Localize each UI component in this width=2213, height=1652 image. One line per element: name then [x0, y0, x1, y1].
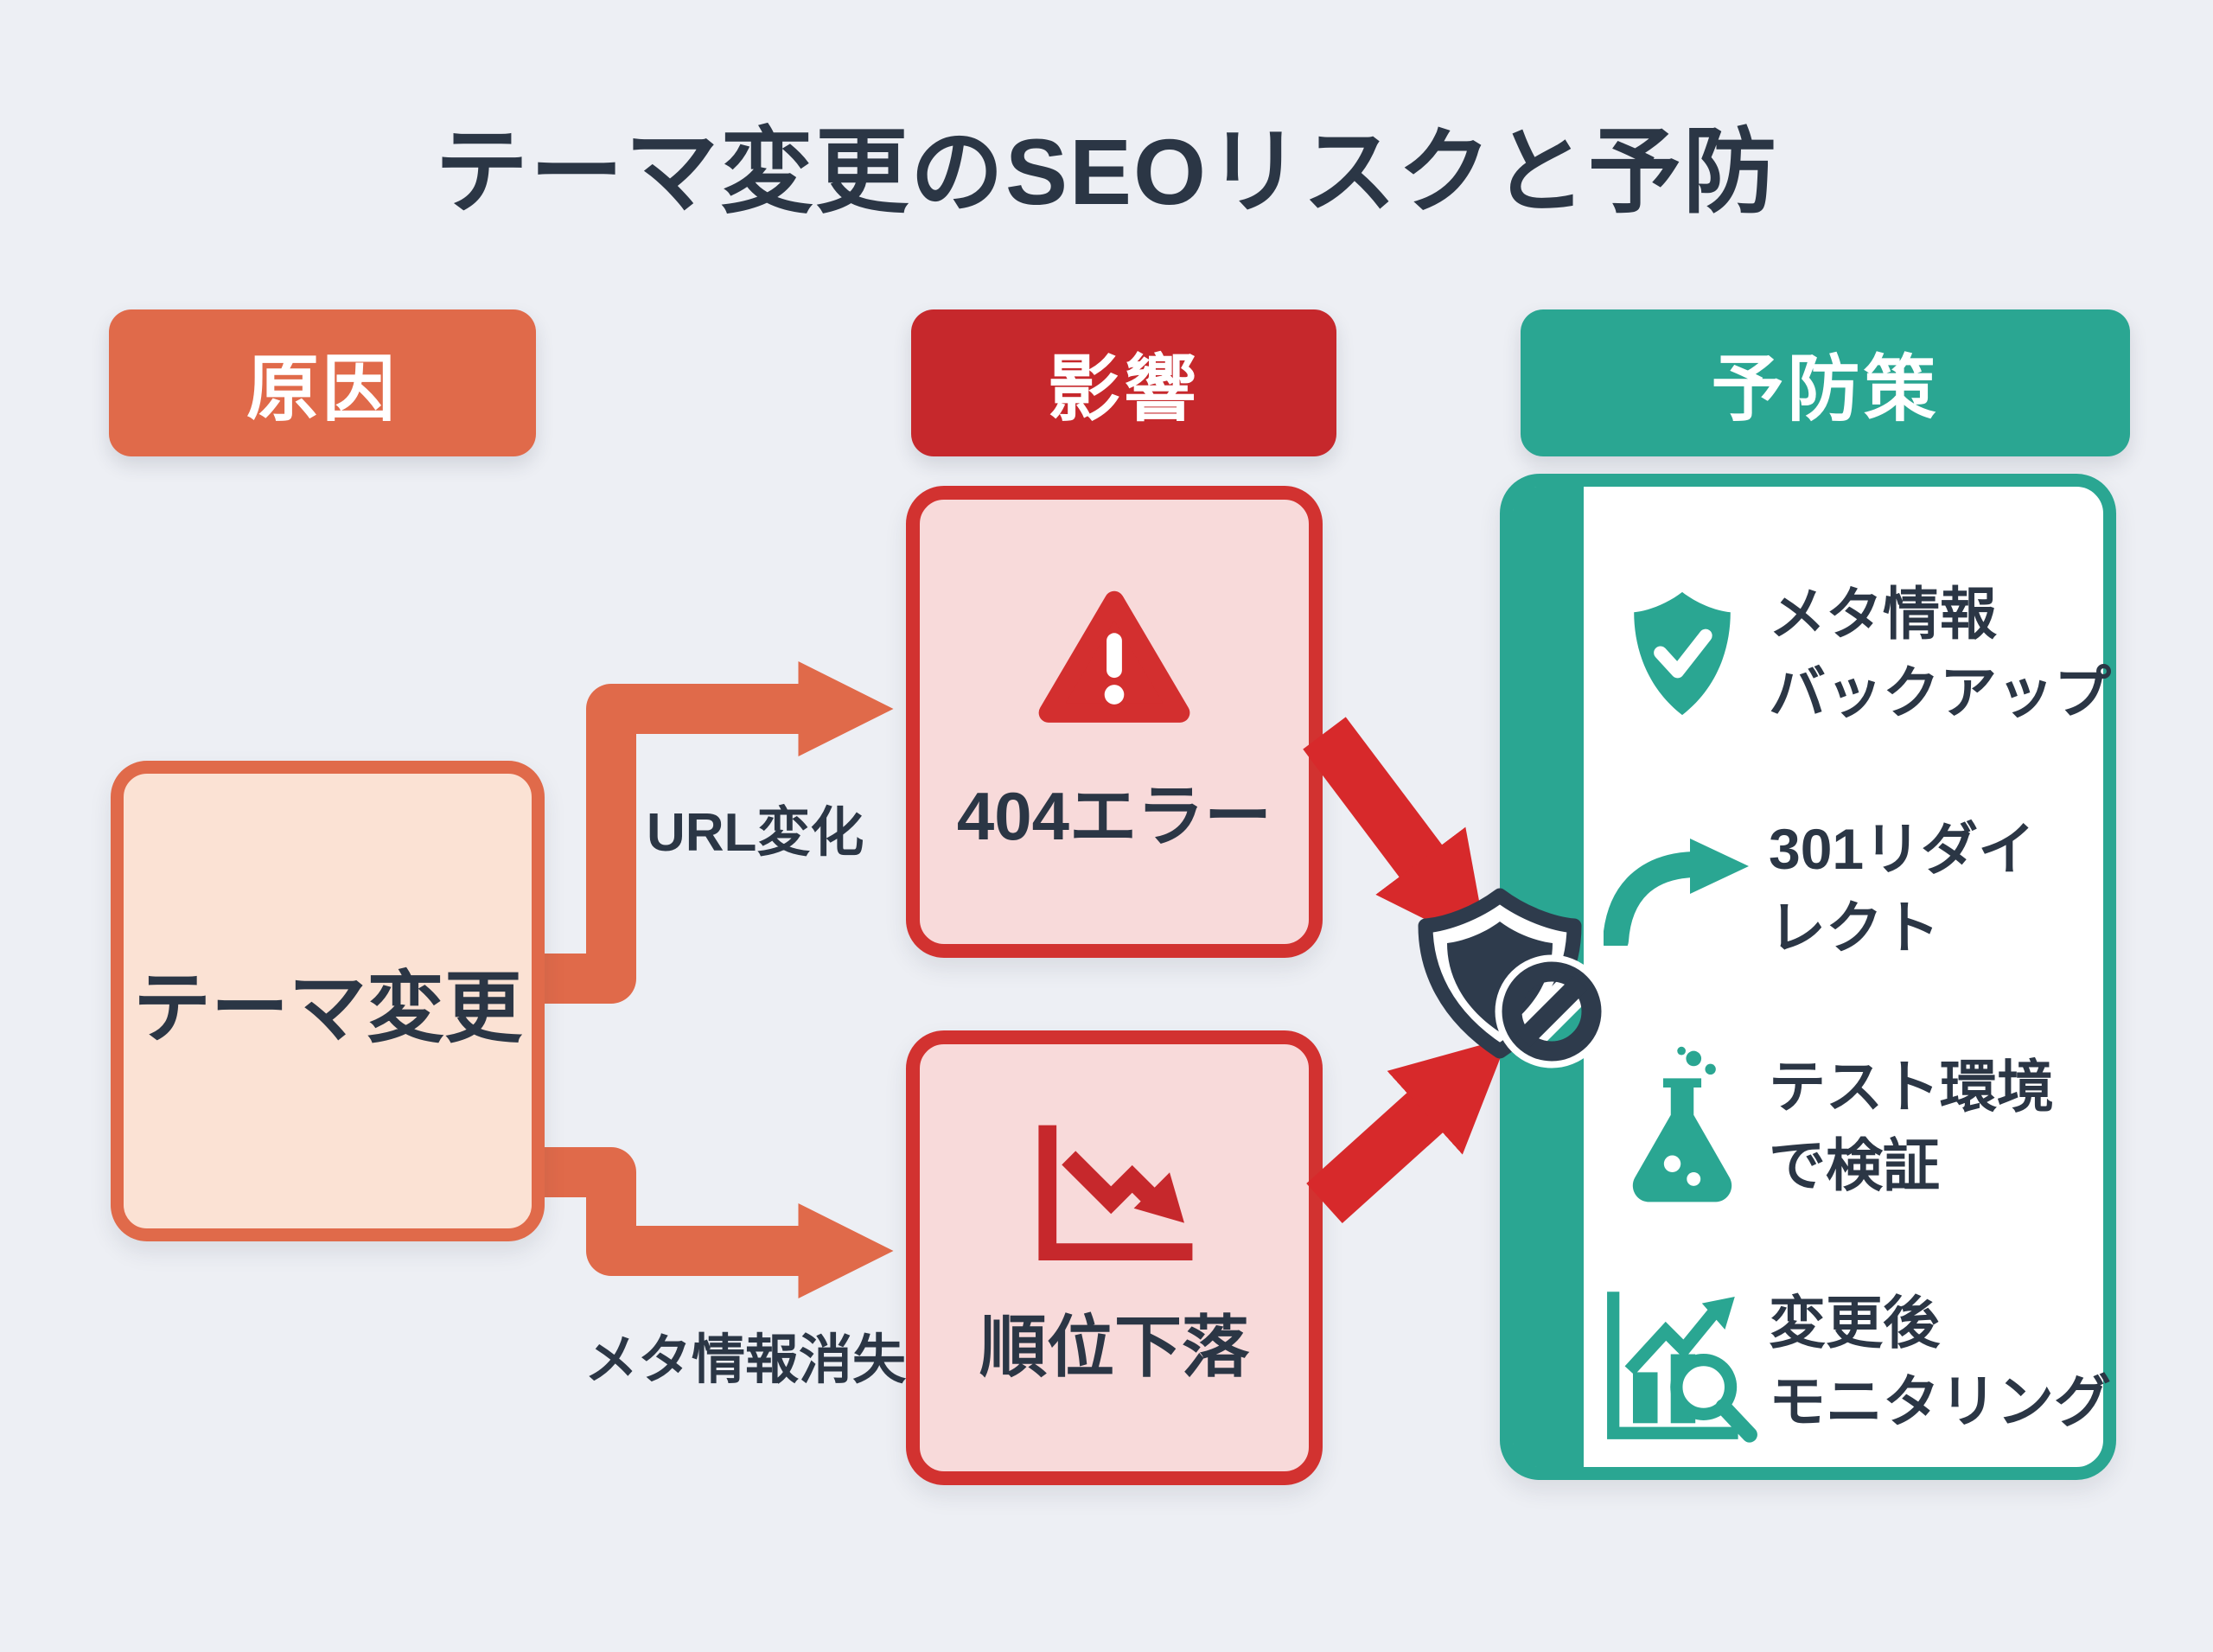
arrow-meta-loss: [526, 1147, 894, 1299]
test-flask-icon: [1596, 1037, 1769, 1215]
prevention-item-301-redirect: 301リダイ レクト: [1596, 789, 2097, 988]
flow-label-url-change: URL変化: [647, 803, 864, 863]
cause-box: テーマ変更: [111, 761, 545, 1241]
prevention-item-meta-backup: メタ情報 バックアップ: [1596, 554, 2111, 753]
prevention-panel: メタ情報 バックアップ 301リダイ レクト: [1500, 474, 2116, 1480]
header-prevention: 予防策: [1521, 309, 2130, 456]
redirect-arrow-icon: [1596, 832, 1769, 946]
prevention-item-label: 変更後 モニタリング: [1769, 1290, 2111, 1433]
red-arrow-rank-to-shield: [1306, 1037, 1508, 1224]
header-cause: 原因: [109, 309, 536, 456]
prevention-item-monitoring: 変更後 モニタリング: [1596, 1263, 2111, 1462]
prevention-item-label: 301リダイ レクト: [1769, 816, 2036, 960]
declining-chart-icon: [1032, 1120, 1196, 1261]
monitoring-chart-icon: [1596, 1280, 1769, 1445]
prevention-panel-accent-band: [1513, 487, 1584, 1467]
prevention-item-test-environment: テスト環境 で検証: [1596, 1027, 2097, 1226]
red-arrow-404-to-shield: [1303, 717, 1489, 951]
impact-404-label: 404エラー: [956, 778, 1272, 854]
prevention-item-label: テスト環境 で検証: [1769, 1054, 2054, 1197]
shield-check-icon: [1596, 580, 1769, 727]
flow-label-meta-loss: メタ情報消失: [584, 1330, 907, 1390]
impact-box-rank-drop: 順位下落: [906, 1030, 1323, 1485]
header-impact: 影響: [911, 309, 1336, 456]
warning-triangle-icon: [1037, 590, 1191, 723]
page-title: テーマ変更のSEOリスクと予防: [434, 119, 1779, 224]
cause-box-label: テーマ変更: [133, 966, 522, 1052]
impact-box-404: 404エラー: [906, 486, 1323, 958]
prevention-item-label: メタ情報 バックアップ: [1769, 581, 2111, 724]
impact-rank-label: 順位下落: [979, 1309, 1249, 1385]
